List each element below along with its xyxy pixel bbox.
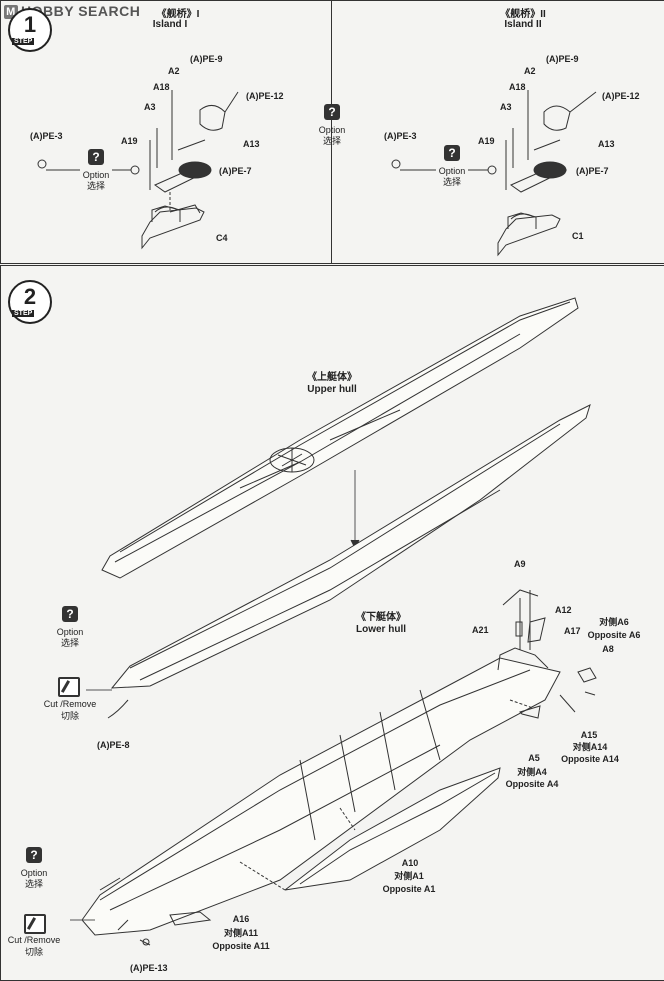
label-c4: C4 (216, 233, 228, 243)
label-a18-l: A18 (153, 82, 170, 92)
island2-title-cn: 《舰桥》II (500, 9, 546, 20)
label-opp-a14-cn: 对侧A14 (572, 742, 608, 752)
step1-number: 1 (23, 12, 37, 37)
label-opp-a11-cn: 对侧A11 (223, 928, 259, 938)
island-tower-left (141, 207, 205, 250)
step2-badge: 2 STEP (8, 280, 52, 324)
watermark-text: HOBBY SEARCH (21, 3, 141, 19)
cut-label-cn-step2-top: 切除 (60, 711, 80, 721)
cut-icon-step2-top (58, 677, 80, 697)
label-pe9-l: (A)PE-9 (190, 54, 223, 64)
label-pe3-r: (A)PE-3 (384, 131, 417, 141)
option-label-cn-step2-top: 选择 (60, 638, 80, 648)
cut-icon-step2-bottom (24, 914, 46, 934)
step2-word: STEP (12, 310, 35, 317)
label-pe13: (A)PE-13 (130, 963, 168, 973)
assembled-hull (81, 657, 561, 936)
label-pe7-r: (A)PE-7 (576, 166, 609, 176)
step1-badge: 1 STEP (8, 8, 52, 52)
upper-hull (101, 297, 579, 579)
cut-label-en-step2-top: Cut /Remove (43, 699, 97, 709)
step2-number: 2 (23, 284, 37, 309)
label-opp-a4-en: Opposite A4 (505, 779, 559, 789)
island-tower-right (497, 214, 561, 257)
label-opp-a4-cn: 对侧A4 (517, 767, 547, 777)
island1-title-en: Island I (152, 19, 188, 30)
label-pe12-r: (A)PE-12 (602, 91, 640, 101)
cut-label-cn-step2-bottom: 切除 (24, 947, 44, 957)
island1-title-cn: 《舰桥》I (156, 9, 200, 20)
label-opp-a6-cn: 对侧A6 (599, 617, 629, 627)
option-label-cn-step2-bottom: 选择 (24, 879, 44, 889)
option-icon-step2-bottom: ? (26, 847, 42, 863)
option-icon-center: ? (324, 104, 340, 120)
island2-title-en: Island II (504, 19, 542, 30)
label-a15: A15 (580, 730, 598, 740)
label-opp-a6-en: Opposite A6 (587, 630, 641, 640)
label-a13-r: A13 (598, 139, 615, 149)
label-a19-r: A19 (478, 136, 495, 146)
option-label-en-r: Option (438, 166, 466, 176)
label-a5: A5 (528, 753, 540, 763)
label-a2-r: A2 (524, 66, 536, 76)
cut-label-en-step2-bottom: Cut /Remove (7, 935, 61, 945)
lower-hull-title-en: Lower hull (356, 624, 406, 635)
label-a8: A8 (602, 644, 614, 654)
lower-hull (110, 404, 591, 689)
label-a21: A21 (472, 625, 489, 635)
label-opp-a14-en: Opposite A14 (561, 754, 619, 764)
label-a9: A9 (514, 559, 526, 569)
upper-hull-title-cn: 《上艇体》 (307, 372, 357, 383)
label-a12: A12 (555, 605, 572, 615)
label-a13-l: A13 (243, 139, 260, 149)
option-icon-l: ? (88, 149, 104, 165)
label-a3-r: A3 (500, 102, 512, 112)
label-opp-a1-cn: 对侧A1 (394, 871, 424, 881)
label-opp-a11-en: Opposite A11 (212, 941, 270, 951)
option-label-cn-center: 选择 (322, 136, 342, 146)
label-pe12-l: (A)PE-12 (246, 91, 284, 101)
label-a10: A10 (401, 858, 419, 868)
upper-hull-title-en: Upper hull (307, 384, 357, 395)
label-c1: C1 (572, 231, 584, 241)
label-pe7-l: (A)PE-7 (219, 166, 252, 176)
step1-word: STEP (12, 38, 35, 45)
label-a17: A17 (564, 626, 581, 636)
option-label-en-l: Option (82, 170, 110, 180)
label-pe9-r: (A)PE-9 (546, 54, 579, 64)
option-label-en-step2-top: Option (56, 627, 84, 637)
label-pe3-l: (A)PE-3 (30, 131, 63, 141)
option-label-cn-r: 选择 (442, 177, 462, 187)
option-label-en-step2-bottom: Option (20, 868, 48, 878)
label-a18-r: A18 (509, 82, 526, 92)
label-a16: A16 (232, 914, 250, 924)
step1-right-panel (331, 0, 664, 264)
label-pe8: (A)PE-8 (97, 740, 130, 750)
lower-hull-title-cn: 《下艇体》 (356, 612, 406, 623)
label-a3-l: A3 (144, 102, 156, 112)
label-a19-l: A19 (121, 136, 138, 146)
label-a2-l: A2 (168, 66, 180, 76)
option-label-cn-l: 选择 (86, 181, 106, 191)
option-label-en-center: Option (318, 125, 346, 135)
label-opp-a1-en: Opposite A1 (382, 884, 436, 894)
option-icon-r: ? (444, 145, 460, 161)
option-icon-step2-top: ? (62, 606, 78, 622)
